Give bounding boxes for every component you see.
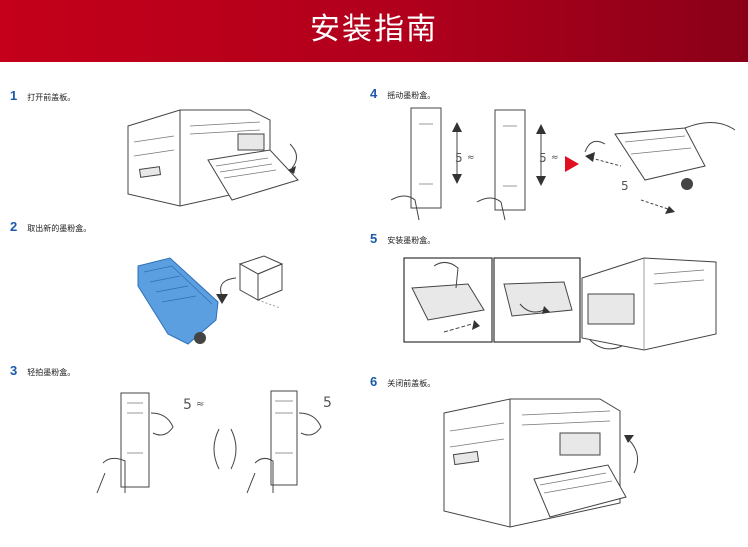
step-text: 轻拍墨粉盒。: [27, 368, 76, 377]
shake-count-suffix: ≈: [467, 153, 475, 163]
next-arrow-icon: [565, 156, 579, 172]
header-banner: 安装指南: [0, 0, 748, 62]
step-1: 1 打开前盖板。: [10, 88, 75, 103]
step-number: 6: [370, 374, 378, 389]
tap-count-label: 5: [183, 397, 192, 413]
step-text: 关闭前盖板。: [387, 379, 436, 388]
toner-cartridge-unbox-illustration: [137, 255, 284, 345]
tap-cartridge-illustration: 5 ≈ 5: [96, 390, 332, 494]
shake-count-suffix-2: ≈: [551, 153, 559, 163]
shake-count-label-2: 5: [539, 151, 547, 165]
step-number: 2: [10, 219, 18, 234]
shake-count-label-3: 5: [621, 179, 629, 193]
step-6: 6 关闭前盖板。: [370, 374, 435, 389]
step-text: 安装墨粉盒。: [387, 236, 436, 245]
tap-count-label-2: 5: [323, 395, 332, 411]
step-text: 摇动墨粉盒。: [387, 91, 436, 100]
shake-count-label: 5: [455, 151, 463, 165]
step-5: 5 安装墨粉盒。: [370, 231, 435, 246]
printer-open-cover-illustration: [127, 109, 299, 207]
step-2: 2 取出新的墨粉盒。: [10, 219, 91, 234]
tap-count-suffix: ≈: [196, 399, 204, 410]
shake-cartridge-illustration: 5 ≈ 5 ≈ 5: [390, 107, 736, 221]
printer-close-cover-illustration: [443, 398, 639, 528]
step-3: 3 轻拍墨粉盒。: [10, 363, 75, 378]
step-number: 5: [370, 231, 378, 246]
step-number: 3: [10, 363, 18, 378]
step-text: 取出新的墨粉盒。: [27, 224, 92, 233]
step-text: 打开前盖板。: [27, 93, 76, 102]
page-title: 安装指南: [310, 12, 438, 47]
step-number: 1: [10, 88, 18, 103]
step-number: 4: [370, 86, 378, 101]
install-cartridge-illustration: [403, 257, 717, 351]
step-4: 4 摇动墨粉盒。: [370, 86, 435, 101]
